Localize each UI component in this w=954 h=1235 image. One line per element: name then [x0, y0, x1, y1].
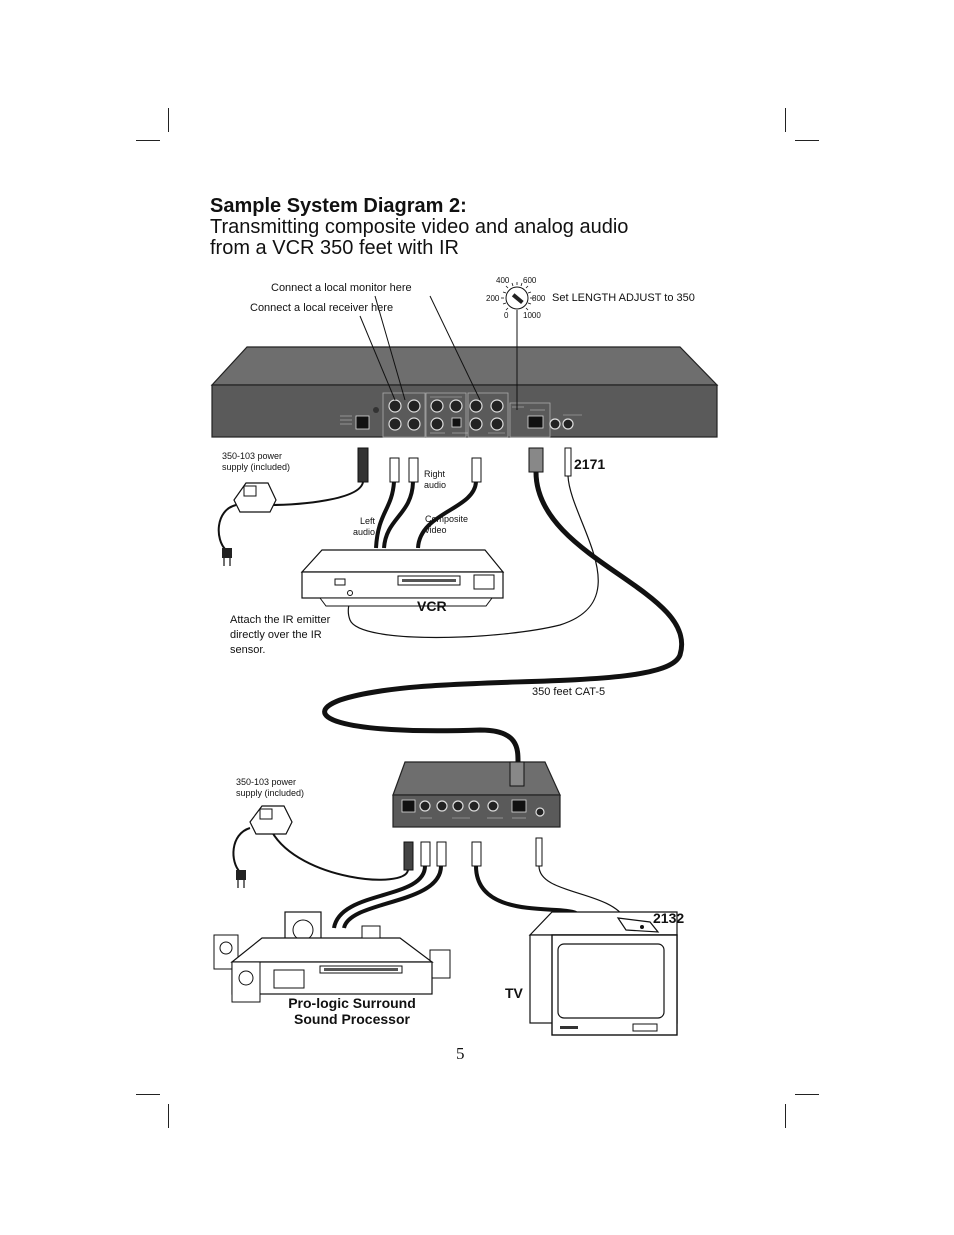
title-heading: Sample System Diagram 2: — [210, 195, 467, 217]
crop-mark — [795, 140, 819, 141]
crop-mark — [795, 1094, 819, 1095]
transmitter-unit — [210, 346, 719, 438]
label-length-adjust: Set LENGTH ADJUST to 350 — [552, 292, 695, 304]
title-line-2: from a VCR 350 feet with IR — [210, 237, 459, 259]
top-cables — [267, 447, 685, 766]
power-supply-bottom — [232, 805, 293, 888]
dial-tick-600: 600 — [523, 276, 537, 285]
tv-device — [528, 911, 678, 1036]
label-local-monitor: Connect a local monitor here — [271, 282, 412, 294]
label-power-top: 350-103 power supply (included) — [222, 451, 291, 472]
dial-tick-0: 0 — [504, 311, 509, 320]
label-surround-processor: Pro-logic Surround Sound Processor — [288, 995, 416, 1027]
label-left-audio: Left audio — [352, 516, 375, 537]
callout-lines — [359, 295, 481, 401]
label-ir-emitter: Attach the IR emitter directly over the … — [230, 614, 331, 656]
crop-mark — [785, 108, 786, 132]
power-supply-top — [217, 482, 277, 566]
crop-mark — [168, 108, 169, 132]
label-right-audio: Right audio — [424, 469, 447, 490]
surround-processor — [213, 911, 451, 1003]
label-2132: 2132 — [653, 910, 685, 926]
crop-mark — [136, 140, 160, 141]
label-power-bottom: 350-103 power supply (included) — [236, 777, 305, 798]
label-2171: 2171 — [574, 456, 606, 472]
label-cat5: 350 feet CAT-5 — [532, 686, 606, 698]
crop-mark — [785, 1104, 786, 1128]
label-vcr: VCR — [417, 598, 447, 614]
vcr-device — [300, 549, 505, 607]
page-number: 5 — [456, 1044, 465, 1063]
diagram-title: Sample System Diagram 2: Transmitting co… — [210, 196, 770, 259]
dial-tick-800: 800 — [532, 294, 546, 303]
crop-mark — [168, 1104, 169, 1128]
dial-tick-1000: 1000 — [523, 311, 541, 320]
label-tv: TV — [505, 985, 523, 1001]
title-line-1: Transmitting composite video and analog … — [210, 216, 629, 238]
label-composite-video: Composite video — [425, 514, 469, 535]
dial-tick-400: 400 — [496, 276, 510, 285]
length-adjust-dial — [501, 282, 533, 410]
bottom-cables — [271, 831, 627, 929]
receiver-unit — [392, 761, 561, 828]
label-local-receiver: Connect a local receiver here — [250, 302, 394, 314]
dial-tick-200: 200 — [486, 294, 500, 303]
crop-mark — [136, 1094, 160, 1095]
